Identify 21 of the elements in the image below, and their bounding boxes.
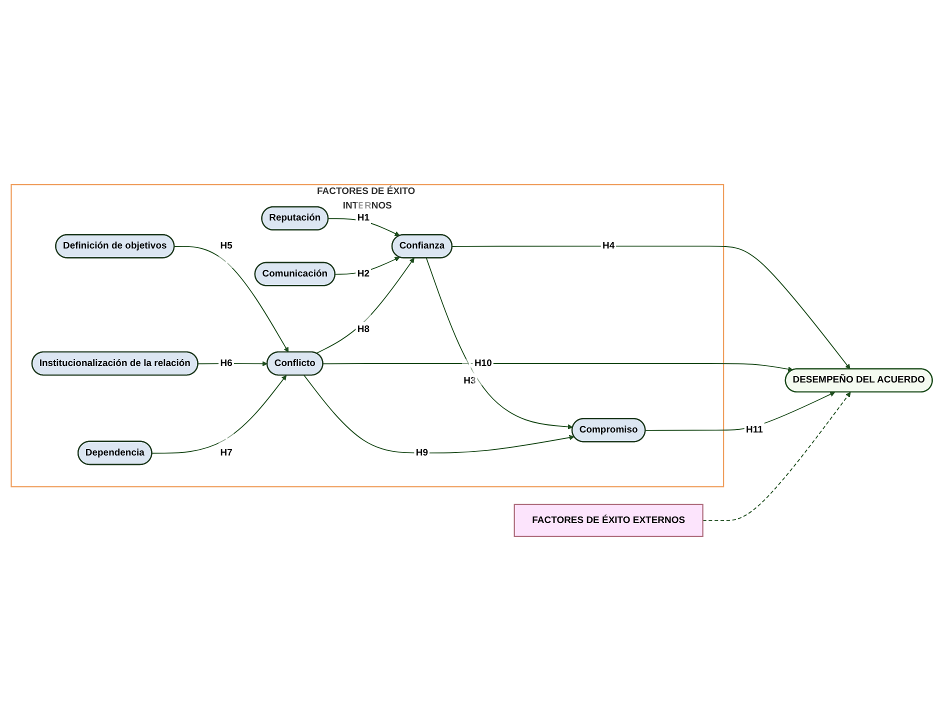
arrow (152, 376, 287, 454)
edge-label: H8 (357, 324, 370, 335)
arrow (644, 392, 836, 432)
arrow (322, 363, 794, 372)
arrow (328, 218, 400, 236)
arrow (426, 258, 573, 430)
edge-label: H1 (357, 213, 370, 224)
arrow (452, 246, 850, 370)
edge-label: H4 (602, 241, 615, 252)
edge-label: H5 (220, 241, 232, 252)
edge-label: H11 (746, 425, 763, 436)
arrow (304, 375, 574, 454)
edge-label: H10 (474, 358, 492, 369)
edge-label: H2 (357, 269, 370, 280)
edge-label: H9 (416, 448, 428, 458)
arrow (702, 392, 851, 522)
arrow (174, 246, 289, 353)
edge-label: H3 (464, 376, 476, 386)
node-box: FACTORES DE ÉXITO EXTERNOS (514, 504, 704, 538)
edge-label: H7 (220, 448, 232, 458)
edge-label: H6 (220, 358, 232, 369)
